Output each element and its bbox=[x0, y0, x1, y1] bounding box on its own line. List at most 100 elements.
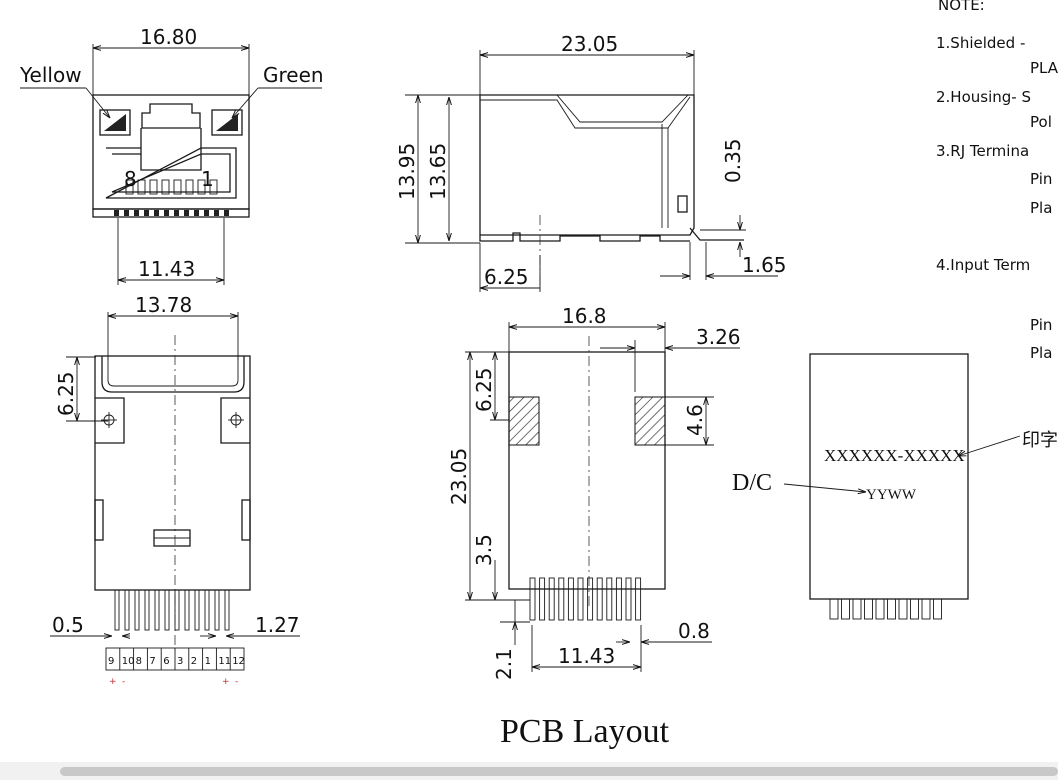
note-2: 2.Housing- S bbox=[936, 88, 1031, 106]
date-code-label: D/C bbox=[732, 470, 772, 496]
green-led-window bbox=[211, 109, 243, 136]
notes-header: NOTE: bbox=[938, 0, 985, 14]
bottom-pin bbox=[174, 589, 180, 631]
pcb-pin-span: 11.43 bbox=[558, 644, 615, 668]
bottom-pin bbox=[184, 589, 190, 631]
bottom-pitch-small: 0.5 bbox=[52, 613, 84, 637]
pin-number-cell: 3 bbox=[177, 656, 183, 667]
pcb-pad-width: 3.26 bbox=[696, 325, 741, 349]
front-contact bbox=[137, 179, 146, 195]
marking-pin bbox=[875, 598, 885, 620]
polarity-3: + bbox=[222, 677, 230, 687]
pin-number-cell: 9 bbox=[108, 656, 114, 667]
note-2-line2: Pol bbox=[1030, 113, 1052, 131]
bottom-pin bbox=[114, 589, 120, 631]
side-lead-dim: 1.65 bbox=[742, 253, 787, 277]
bottom-pin bbox=[224, 589, 230, 631]
bottom-pin bbox=[204, 589, 210, 631]
front-base-tab bbox=[124, 210, 129, 216]
pin-number-cell: 8 bbox=[136, 656, 142, 667]
note-3-line2: Pin bbox=[1030, 170, 1052, 188]
bottom-pitch-large: 1.27 bbox=[255, 613, 300, 637]
front-contact bbox=[173, 179, 182, 195]
bottom-pin bbox=[124, 589, 130, 631]
polarity-1: + bbox=[109, 677, 117, 687]
pcb-pad-left bbox=[508, 396, 540, 446]
marking-pin bbox=[933, 598, 942, 620]
side-height-inner: 13.65 bbox=[426, 143, 450, 200]
front-base-tab bbox=[144, 210, 149, 216]
front-base-tab bbox=[154, 210, 159, 216]
pcb-pad-height: 4.6 bbox=[683, 404, 707, 436]
front-contact bbox=[209, 179, 218, 195]
marking-part-number: XXXXXX-XXXXX bbox=[824, 446, 965, 465]
note-3-line3: Pla bbox=[1030, 199, 1052, 217]
side-offset-dim: 6.25 bbox=[484, 265, 529, 289]
marking-pin bbox=[852, 598, 862, 620]
pin-number-cell: 12 bbox=[232, 656, 245, 667]
bottom-pin bbox=[164, 589, 170, 631]
pcb-pin-pad bbox=[567, 577, 574, 621]
pin-number-cell: 11 bbox=[218, 656, 231, 667]
bottom-pin bbox=[134, 589, 140, 631]
front-contact bbox=[125, 179, 134, 195]
pcb-layout-title: PCB Layout bbox=[500, 713, 670, 750]
date-code-value: YYWW bbox=[866, 487, 917, 503]
front-contact bbox=[197, 179, 206, 195]
front-contact bbox=[149, 179, 158, 195]
pcb-pin-pad bbox=[577, 577, 584, 621]
pcb-pin-pad bbox=[615, 577, 622, 621]
front-base-tab bbox=[134, 210, 139, 216]
marking-pin bbox=[887, 598, 896, 620]
pin-number-cell: 10 bbox=[122, 656, 135, 667]
pcb-width-dim: 16.8 bbox=[562, 304, 607, 328]
pcb-pin-pad bbox=[548, 577, 555, 621]
front-base-tab bbox=[204, 210, 209, 216]
pcb-pad-right bbox=[634, 396, 666, 446]
marking-pin bbox=[841, 598, 850, 620]
pin-number-cell: 2 bbox=[191, 656, 197, 667]
scrollbar-thumb[interactable] bbox=[60, 767, 1058, 776]
marking-pin bbox=[829, 598, 839, 620]
front-pin-1: 1 bbox=[201, 167, 214, 191]
side-length-dim: 23.05 bbox=[561, 32, 618, 56]
side-thickness-dim: 0.35 bbox=[721, 138, 745, 183]
note-1: 1.Shielded - bbox=[936, 34, 1025, 52]
front-base-tab bbox=[164, 210, 169, 216]
front-contact bbox=[185, 179, 194, 195]
pin-number-cell: 7 bbox=[149, 656, 155, 667]
front-base-tab bbox=[224, 210, 229, 216]
side-view: 23.05 13.95 13.65 0.35 6.25 1. bbox=[395, 32, 787, 292]
front-pin-8: 8 bbox=[124, 167, 137, 191]
front-view: 16.80 Yellow Green 8 1 11.43 bbox=[19, 25, 324, 285]
pcb-pin-pad bbox=[529, 577, 536, 621]
yellow-led-label: Yellow bbox=[19, 63, 82, 87]
pin-number-cell: 6 bbox=[163, 656, 169, 667]
pcb-pin-pad bbox=[635, 577, 642, 621]
front-base-tab bbox=[194, 210, 199, 216]
pcb-pin-pad bbox=[606, 577, 613, 621]
front-base-tab bbox=[184, 210, 189, 216]
note-1-line2: PLA bbox=[1030, 59, 1058, 77]
marking-view: XXXXXX-XXXXX 印字 D/C YYWW bbox=[732, 353, 1058, 620]
horizontal-scrollbar[interactable] bbox=[0, 762, 1058, 780]
pcb-pin-width: 0.8 bbox=[678, 619, 710, 643]
polarity-2: - bbox=[122, 677, 125, 687]
pcb-pin-length: 2.1 bbox=[492, 648, 516, 680]
marking-pin bbox=[910, 598, 919, 620]
polarity-4: - bbox=[235, 677, 238, 687]
bottom-width-dim: 13.78 bbox=[135, 293, 192, 317]
note-3: 3.RJ Termina bbox=[936, 142, 1029, 160]
marking-pin bbox=[864, 598, 873, 620]
front-base-tab bbox=[174, 210, 179, 216]
pcb-pin-pad bbox=[596, 577, 603, 621]
pcb-pin-pad bbox=[558, 577, 565, 621]
pcb-length-dim: 23.05 bbox=[447, 448, 471, 505]
bottom-pin bbox=[144, 589, 150, 631]
note-4-line3: Pla bbox=[1030, 344, 1052, 362]
front-base-tab bbox=[114, 210, 119, 216]
notes: NOTE: 1.Shielded - PLA 2.Housing- S Pol … bbox=[936, 0, 1058, 362]
pcb-pin-pad bbox=[539, 577, 546, 621]
marking-pin bbox=[898, 598, 908, 620]
